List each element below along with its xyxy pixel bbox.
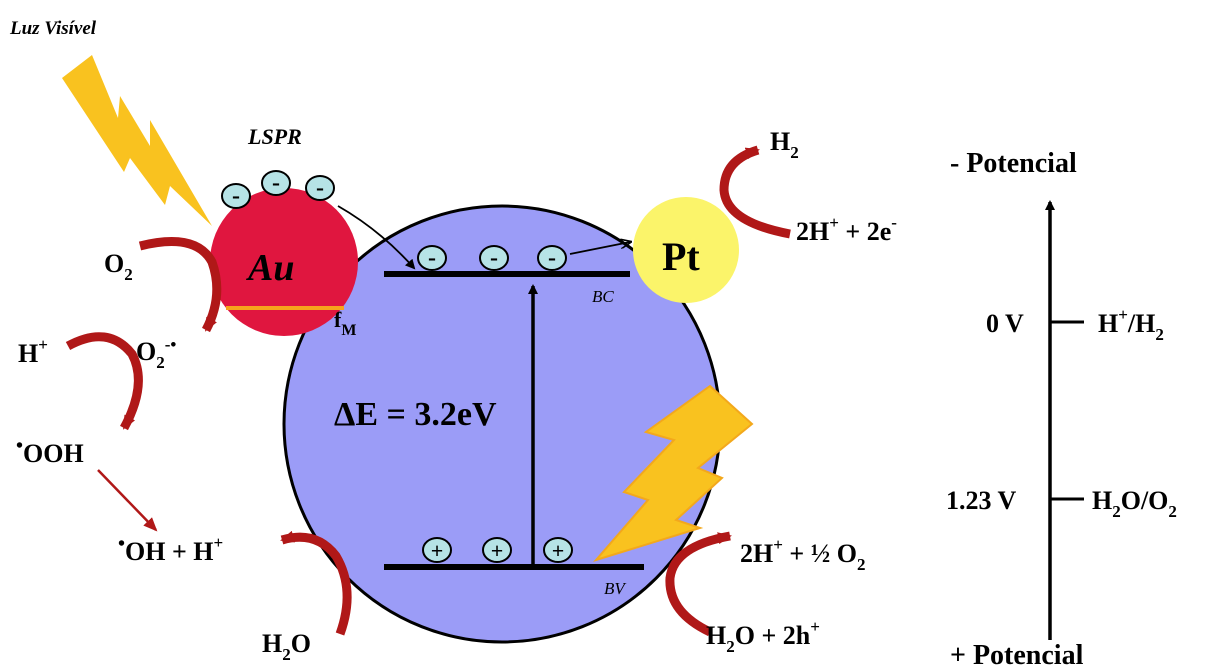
internal-light-bolt-icon <box>592 384 754 562</box>
cb-electron-icon: - <box>537 245 567 271</box>
injection-arrow <box>337 205 416 270</box>
vb-label: BV <box>604 579 627 598</box>
oxygen-product: 2H+ + ½ O2 <box>740 535 865 574</box>
surface-electron-icon: - <box>305 175 335 201</box>
fermi-label: fM <box>334 307 356 339</box>
surface-electron-icon: - <box>261 170 291 196</box>
oxygen-evolution-arrow <box>665 531 732 637</box>
svg-text:+: + <box>431 538 444 563</box>
hplus-reactant: H+ <box>18 335 48 368</box>
protons-electrons: 2H+ + 2e- <box>796 213 897 246</box>
potential-bottom-label: + Potencial <box>950 640 1084 667</box>
svg-text:-: - <box>316 175 324 201</box>
cb-electron-icon: - <box>479 245 509 271</box>
oxidation-arrow-h2o <box>280 530 352 636</box>
svg-text:-: - <box>548 245 556 271</box>
vb-hole-icon: + <box>543 537 573 563</box>
o2-reactant: O2 <box>104 249 133 284</box>
ooh-to-oh-arrow <box>97 469 158 532</box>
pt-label: Pt <box>662 234 700 279</box>
svg-text:-: - <box>490 245 498 271</box>
pt-nanoparticle <box>633 197 739 303</box>
svg-text:-: - <box>272 170 280 196</box>
vb-hole-icon: + <box>482 537 512 563</box>
level-0-value: 0 V <box>986 309 1024 338</box>
oh-radical: •OH + H+ <box>118 533 223 566</box>
level-0-couple: H+/H2 <box>1098 305 1164 344</box>
au-label: Au <box>246 247 294 289</box>
svg-text:-: - <box>428 245 436 271</box>
vb-hole-icon: + <box>422 537 452 563</box>
potential-top-label: - Potencial <box>950 148 1077 179</box>
superoxide-product: O2-• <box>136 335 176 372</box>
h2o-reactant-left: H2O <box>262 629 311 664</box>
h2-product: H2 <box>770 127 799 162</box>
reduction-arrow-o2 <box>138 237 222 333</box>
band-gap-label: ΔE = 3.2eV <box>334 396 497 433</box>
ooh-radical: •OOH <box>16 435 84 468</box>
light-bolt-icon <box>62 55 212 226</box>
svg-text:+: + <box>491 538 504 563</box>
water-holes: H2O + 2h+ <box>706 617 820 656</box>
surface-electron-icon: - <box>221 183 251 209</box>
cb-label: BC <box>592 287 614 306</box>
svg-text:+: + <box>552 538 565 563</box>
level-1-couple: H2O/O2 <box>1092 486 1177 521</box>
svg-text:-: - <box>232 183 240 209</box>
level-1-value: 1.23 V <box>946 486 1017 515</box>
cb-transfer-arrow <box>569 242 630 255</box>
cb-electron-icon: - <box>417 245 447 271</box>
au-nanoparticle <box>210 188 358 336</box>
protonation-arrow <box>65 332 143 431</box>
hydrogen-evolution-arrow <box>719 145 791 239</box>
lspr-label: LSPR <box>247 124 302 149</box>
light-label: Luz Visível <box>9 18 97 39</box>
